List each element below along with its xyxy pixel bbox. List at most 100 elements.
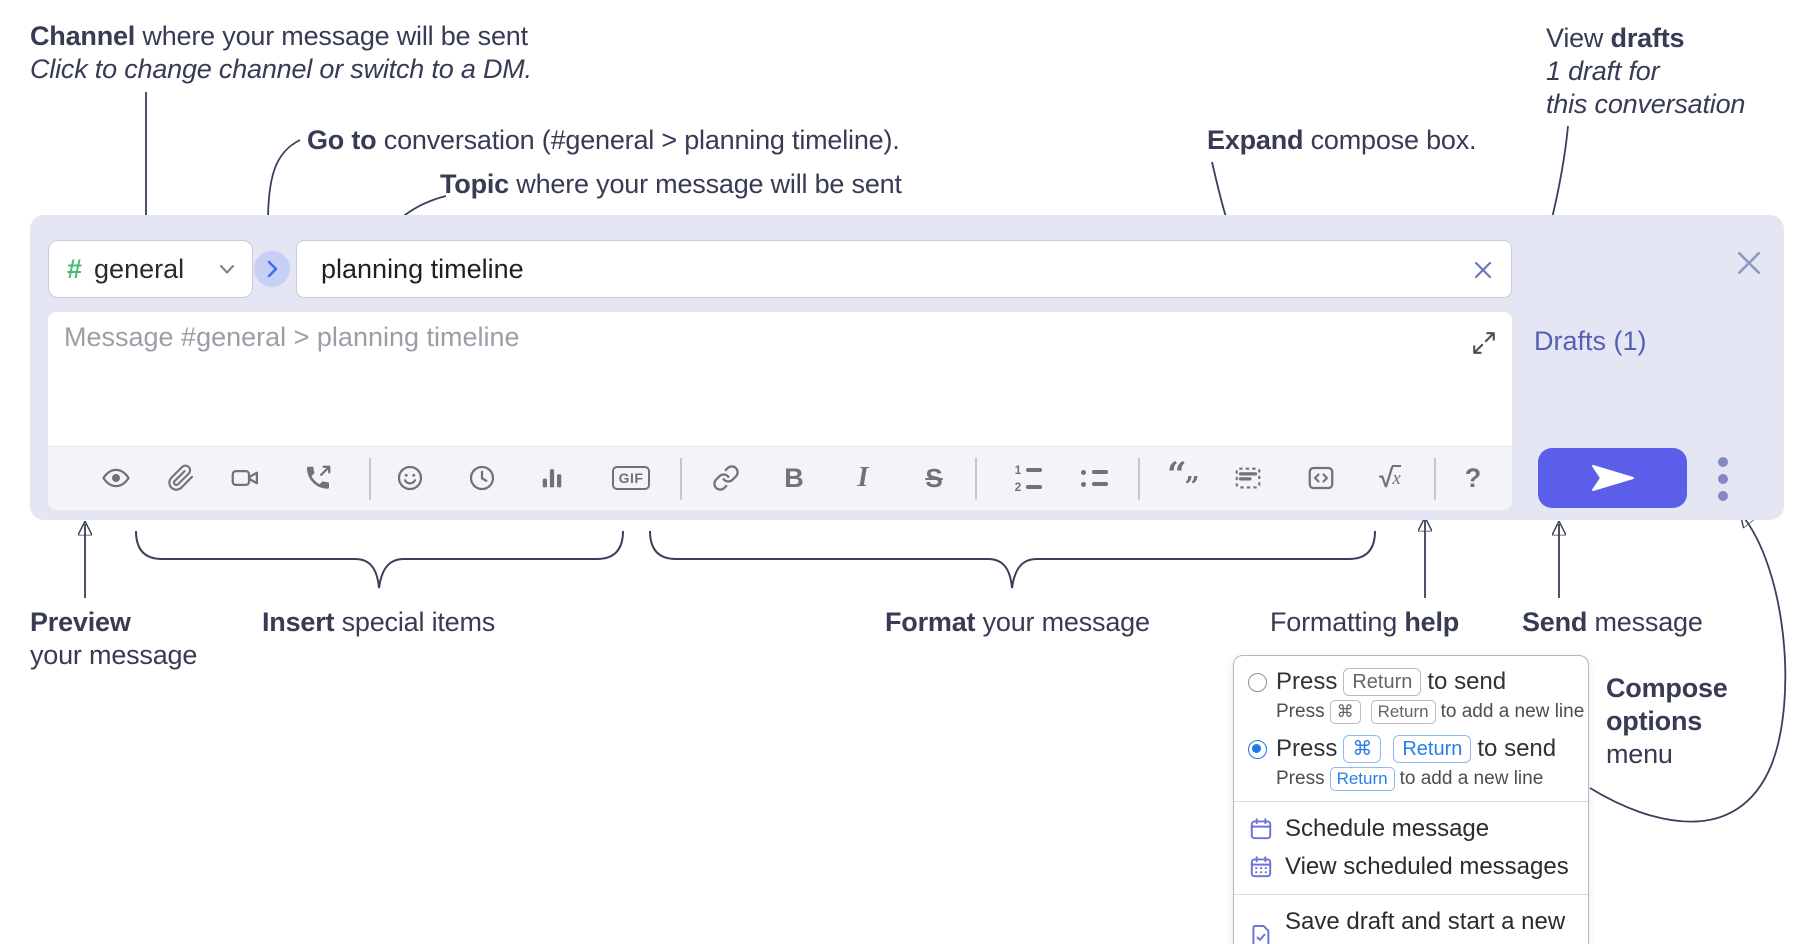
go-to-conversation-button[interactable] [254, 251, 290, 287]
chevron-down-icon [219, 264, 235, 274]
math-root-glyph: √ [1379, 463, 1394, 493]
compose-options-line3: menu [1606, 739, 1673, 769]
format-annotation-rest: your message [975, 607, 1150, 637]
bulleted-list-icon [1080, 469, 1108, 487]
numbered-list-button[interactable]: 1 2 [1011, 461, 1045, 495]
code-button[interactable] [1304, 461, 1338, 495]
expand-compose-button[interactable] [1470, 329, 1498, 357]
option-subtext: to add a new line [1399, 768, 1544, 789]
send-plane-icon [1591, 465, 1634, 491]
send-button[interactable] [1538, 448, 1687, 508]
preview-annotation: Preview your message [30, 606, 197, 672]
channel-name: general [94, 253, 185, 284]
strikethrough-button[interactable]: S [917, 461, 951, 495]
compose-box: # general Message #genera [30, 215, 1784, 520]
link-button[interactable] [709, 461, 743, 495]
bold-icon: B [784, 462, 804, 493]
menu-item-view-scheduled[interactable]: View scheduled messages [1234, 848, 1588, 886]
return-key: Return [1393, 735, 1472, 763]
gif-button[interactable]: GIF [607, 461, 655, 495]
expand-annotation-rest: compose box. [1303, 125, 1477, 155]
link-icon [713, 465, 739, 491]
toolbar-divider [1138, 458, 1140, 500]
bar-chart-icon [542, 469, 562, 488]
return-key: Return [1343, 668, 1422, 696]
radio-unselected-icon[interactable] [1248, 672, 1267, 692]
italic-icon: I [857, 462, 869, 493]
menu-item-label: Save draft and start a new message [1285, 908, 1566, 944]
menu-item-schedule-message[interactable]: Schedule message [1234, 810, 1588, 848]
insert-annotation-rest: special items [334, 607, 496, 637]
view-drafts-line3: this conversation [1546, 89, 1746, 119]
expand-annotation-bold: Expand [1207, 125, 1304, 155]
goto-annotation: Go to conversation (#general > planning … [307, 124, 900, 157]
formatting-help-button[interactable]: ? [1456, 461, 1490, 495]
attach-button[interactable] [164, 461, 198, 495]
compose-options-button[interactable] [1716, 454, 1730, 506]
bulleted-list-button[interactable] [1077, 461, 1111, 495]
topic-clear-button[interactable] [1471, 258, 1495, 282]
chevron-right-icon [267, 260, 278, 278]
preview-annotation-line2: your message [30, 640, 198, 670]
italic-button[interactable]: I [846, 461, 880, 495]
channel-selector[interactable]: # general [48, 240, 253, 298]
option-subtext: to add a new line [1440, 701, 1585, 722]
compose-options-line2: options [1606, 706, 1703, 736]
option-text: to send [1477, 735, 1557, 762]
quote-icon: “ „ [1167, 457, 1201, 495]
ol-digit-1: 1 [1014, 462, 1022, 477]
audio-call-button[interactable] [301, 461, 335, 495]
topic-annotation: Topic where your message will be sent [440, 168, 902, 201]
expand-icon [1473, 332, 1495, 354]
option-text: to send [1427, 668, 1507, 695]
send-shortcut-option-return[interactable]: Press Return to send [1234, 666, 1588, 698]
menu-item-save-draft[interactable]: Save draft and start a new message [1234, 903, 1588, 944]
option-subtext: Press [1276, 768, 1325, 789]
preview-button[interactable] [99, 461, 133, 495]
option-text: Press [1276, 735, 1338, 762]
insert-brace [135, 530, 624, 589]
topic-field [296, 240, 1512, 298]
view-drafts-pre: View [1546, 23, 1611, 53]
preview-annotation-bold: Preview [30, 607, 131, 637]
send-shortcut-option-cmd-return[interactable]: Press ⌘ Return to send [1234, 733, 1588, 765]
return-key: Return [1329, 767, 1395, 791]
emoji-button[interactable] [393, 461, 427, 495]
quote-button[interactable]: “ „ [1167, 457, 1201, 495]
insert-annotation: Insert special items [262, 606, 495, 639]
compose-options-line1: Compose [1606, 673, 1728, 703]
topic-annotation-bold: Topic [440, 169, 509, 199]
send-annotation: Send message [1522, 606, 1703, 639]
toolbar-divider [680, 458, 682, 500]
menu-divider [1234, 894, 1588, 895]
video-call-button[interactable] [228, 461, 262, 495]
toolbar-divider [369, 458, 371, 500]
formatting-help-annotation: Formatting help [1270, 606, 1459, 639]
ol-digit-2: 2 [1014, 479, 1022, 494]
calendar-icon [1250, 818, 1272, 840]
format-annotation: Format your message [885, 606, 1150, 639]
expand-annotation: Expand compose box. [1207, 124, 1477, 157]
send-annotation-rest: message [1587, 607, 1703, 637]
channel-annotation-rest: where your message will be sent [135, 21, 528, 51]
bold-button[interactable]: B [777, 461, 811, 495]
phone-call-icon [307, 465, 331, 489]
radio-selected-icon[interactable] [1248, 739, 1267, 759]
drafts-link[interactable]: Drafts (1) [1534, 326, 1647, 356]
question-mark-icon: ? [1464, 462, 1482, 493]
formatting-help-pre: Formatting [1270, 607, 1405, 637]
compose-options-menu: Press Return to send Press ⌘ Return to a… [1233, 655, 1589, 944]
smiley-icon [397, 465, 423, 491]
format-brace [649, 530, 1376, 589]
math-x-glyph: x [1392, 465, 1401, 490]
poll-button[interactable] [535, 461, 569, 495]
message-box[interactable]: Message #general > planning timeline [48, 312, 1512, 446]
time-button[interactable] [465, 461, 499, 495]
send-shortcut-option-cmd-return-sub: Press Return to add a new line [1234, 765, 1588, 793]
topic-input[interactable] [297, 241, 1511, 297]
math-button[interactable]: √ x [1370, 461, 1410, 495]
spoiler-button[interactable] [1231, 461, 1265, 495]
close-compose-button[interactable] [1735, 249, 1763, 277]
preview-eye-icon [102, 468, 130, 488]
document-check-icon [1252, 925, 1270, 944]
